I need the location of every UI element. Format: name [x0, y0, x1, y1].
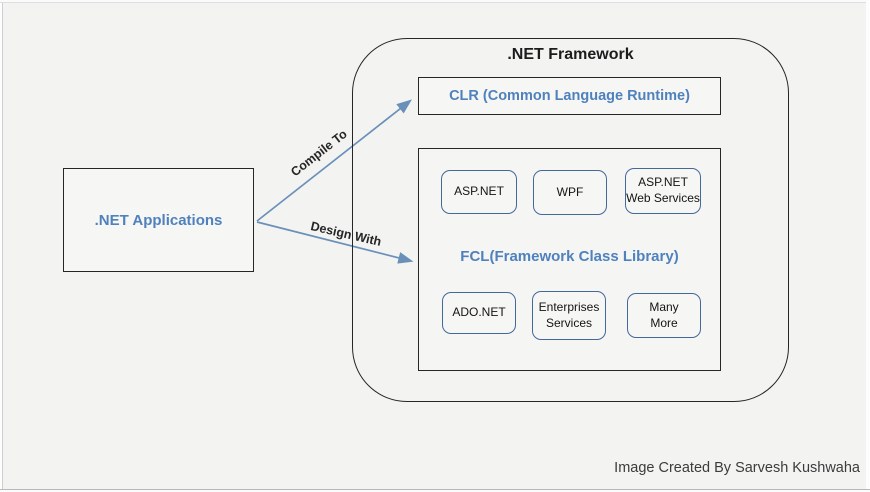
frame-edge-bottom — [0, 489, 870, 492]
dotnet-framework-container — [352, 38, 789, 402]
dotnet-applications-box: .NET Applications — [63, 168, 254, 272]
fcl-title: FCL(Framework Class Library) — [460, 248, 679, 265]
frame-edge-left — [0, 0, 3, 492]
frame-edge-top — [0, 0, 870, 3]
clr-box: CLR (Common Language Runtime) — [418, 77, 721, 115]
chip-aspnet: ASP.NET — [441, 170, 517, 214]
chip-wpf: WPF — [533, 170, 607, 215]
chip-adonet: ADO.NET — [442, 292, 516, 334]
image-credit-caption: Image Created By Sarvesh Kushwaha — [614, 460, 860, 476]
chip-enterprises-services: Enterprises Services — [532, 291, 606, 340]
dotnet-applications-label: .NET Applications — [94, 211, 223, 229]
chip-aspnet-web-services: ASP.NET Web Services — [625, 168, 701, 214]
clr-label: CLR (Common Language Runtime) — [449, 88, 690, 104]
fcl-box: ASP.NET WPF ASP.NET Web Services FCL(Fra… — [418, 148, 721, 371]
dotnet-framework-title: .NET Framework — [507, 46, 634, 63]
compile-to-label: Compile To — [288, 126, 350, 180]
chip-many-more: Many More — [627, 293, 701, 338]
frame-edge-right — [866, 0, 870, 492]
